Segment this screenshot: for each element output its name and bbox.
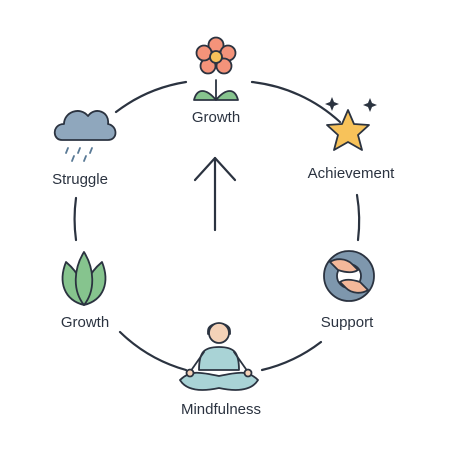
label-growth-top: Growth: [191, 109, 241, 126]
flower-icon: [193, 36, 239, 101]
rain-cloud-icon: [53, 110, 117, 162]
arc-growth-to-struggle: [73, 196, 78, 242]
cycle-ring: [73, 80, 361, 372]
arc-growth-to-achievement: [250, 80, 342, 124]
arc-struggle-to-growth: [114, 80, 188, 114]
star-icon: [325, 97, 377, 151]
label-mindfulness: Mindfulness: [180, 401, 262, 418]
leaves-icon: [61, 251, 107, 306]
arc-support-to-mindfulness: [260, 340, 323, 372]
label-achievement: Achievement: [307, 165, 395, 182]
label-support: Support: [320, 314, 374, 331]
up-arrow-icon: [193, 156, 237, 232]
label-growth-left: Growth: [60, 314, 110, 331]
meditation-icon: [179, 322, 259, 391]
label-struggle: Struggle: [52, 171, 108, 188]
arc-achievement-to-support: [355, 193, 361, 242]
arc-mindfulness-to-growth: [118, 330, 188, 372]
handshake-icon: [323, 250, 375, 302]
